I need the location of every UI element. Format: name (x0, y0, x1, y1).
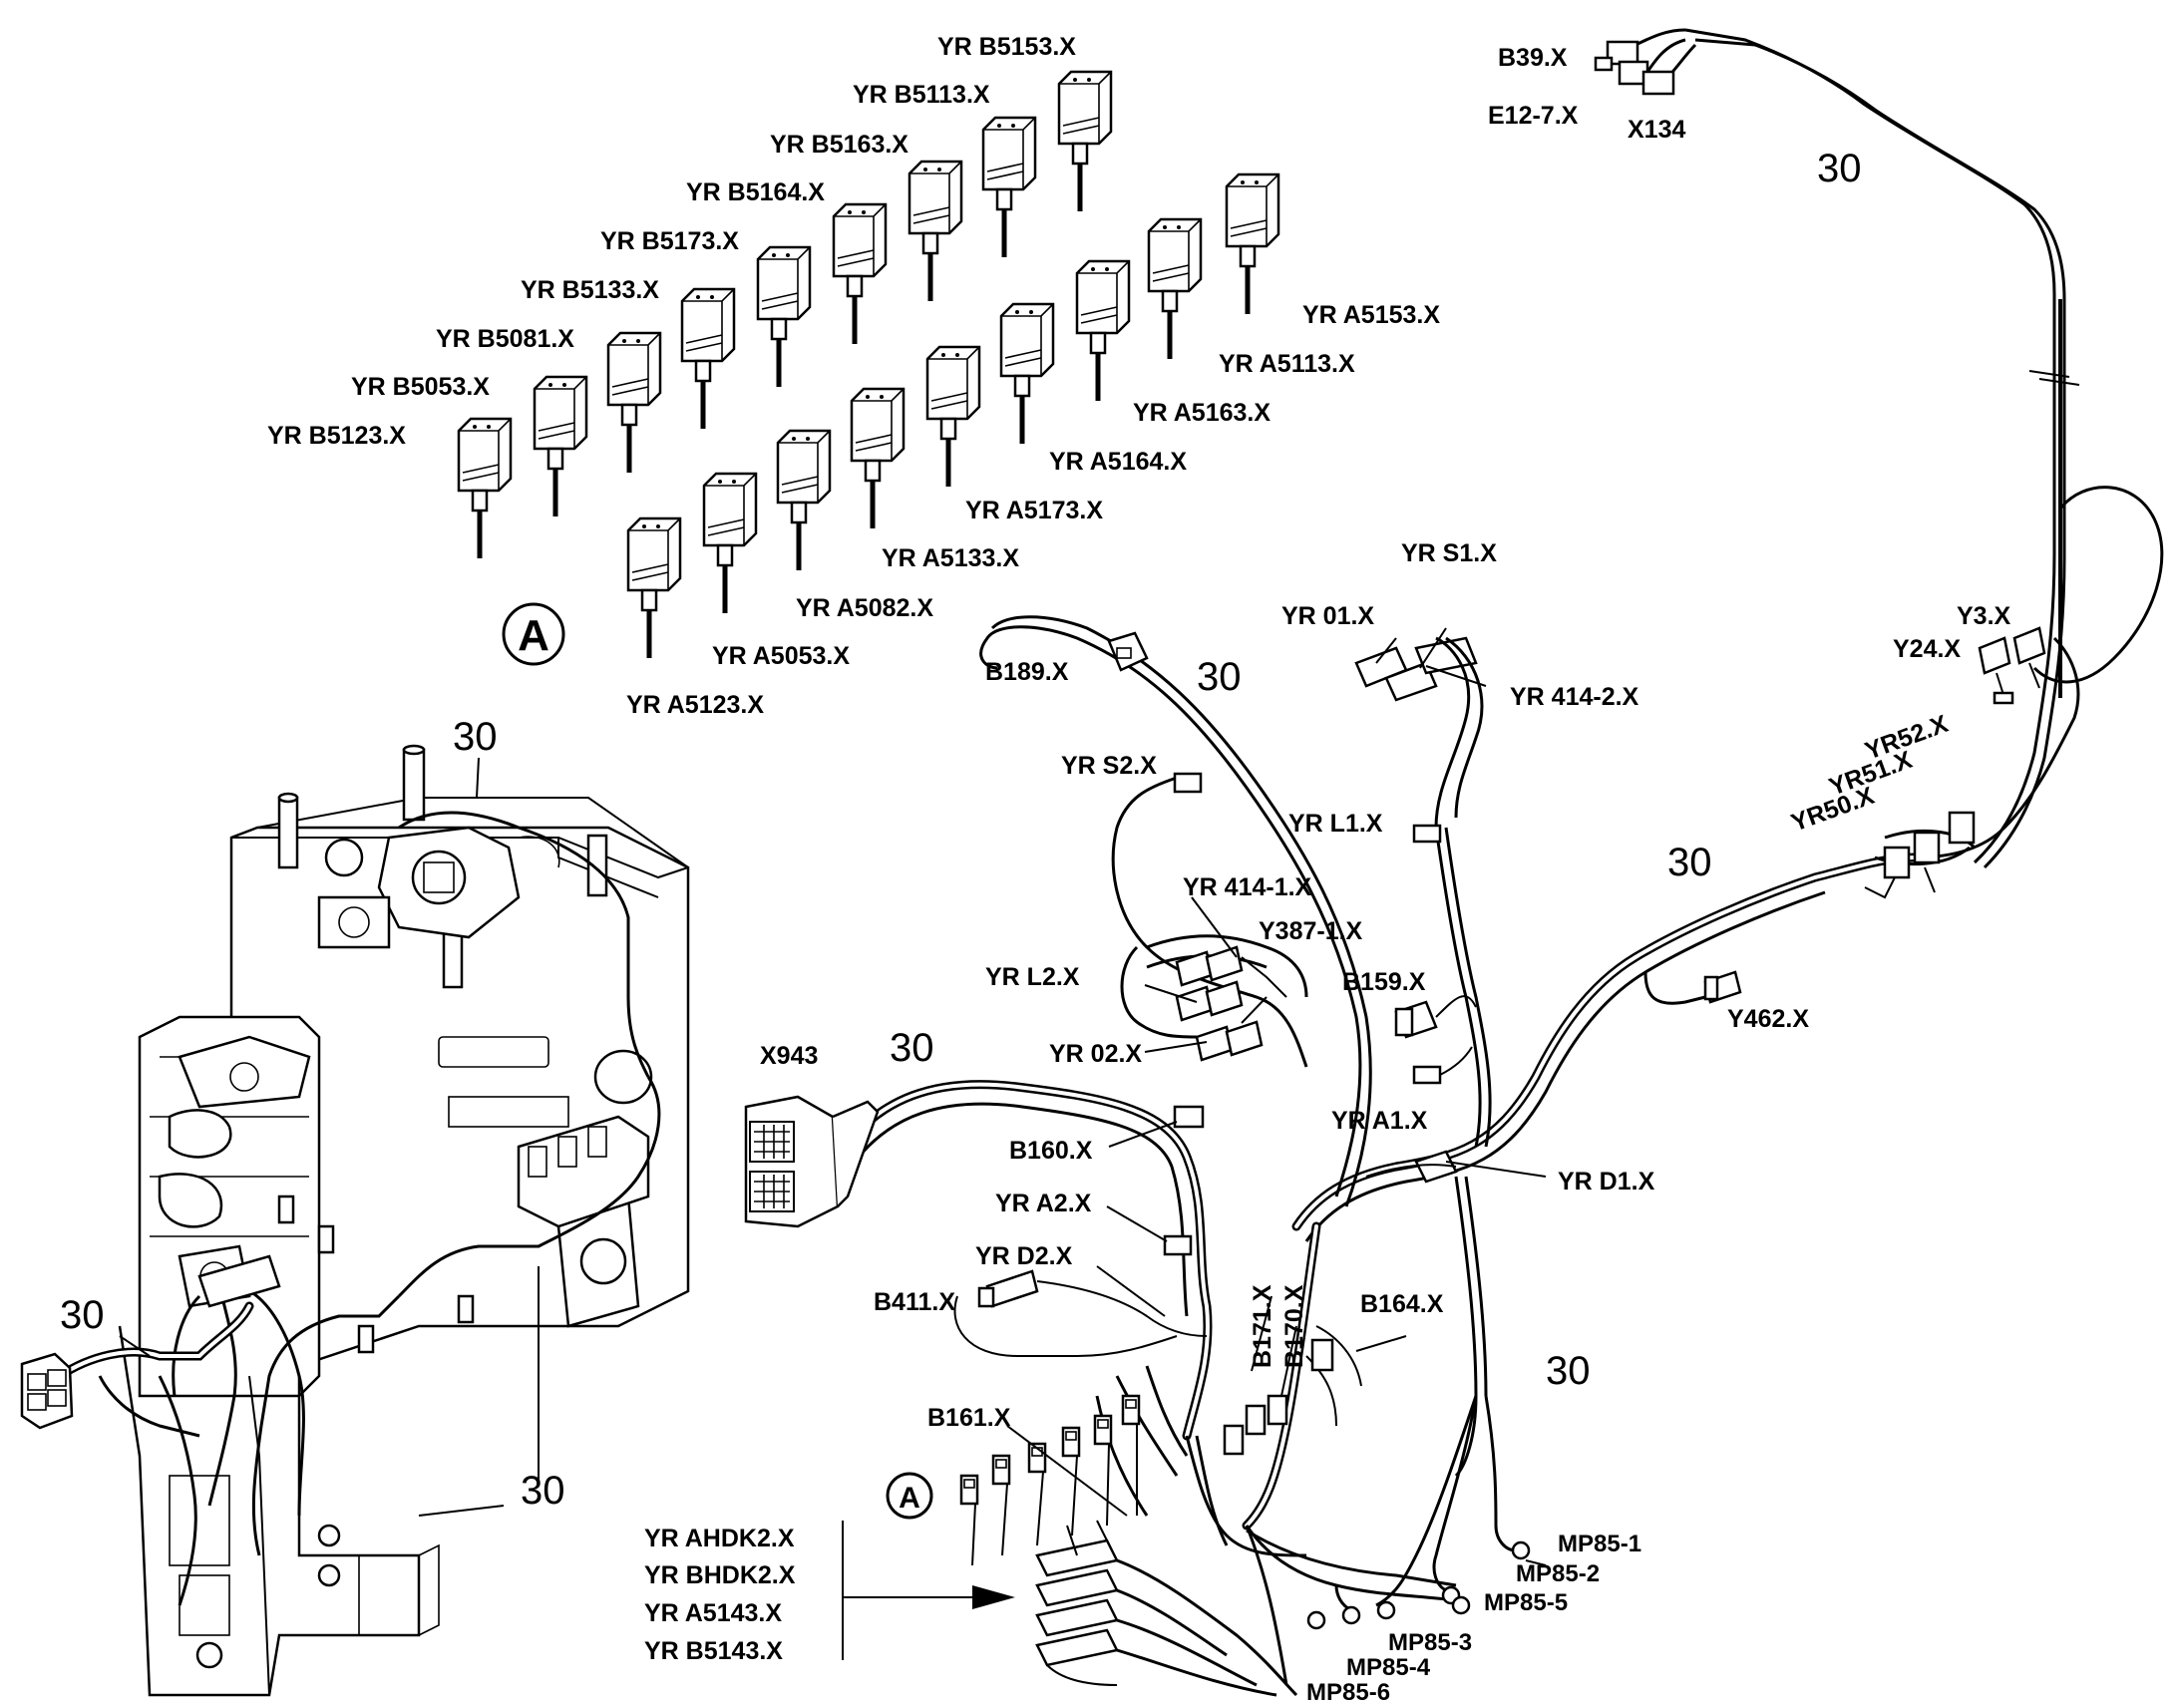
label-y3: Y3.X (1957, 602, 2011, 630)
label-yr-a5173: YR A5173.X (965, 497, 1103, 524)
item-number-30-x943: 30 (890, 1026, 934, 1070)
label-yr-414-2: YR 414-2.X (1510, 683, 1639, 711)
item-number-30-trunk: 30 (1667, 841, 1712, 884)
main-harness (119, 28, 2164, 1697)
solenoid-connector-array (459, 72, 1278, 658)
label-b39: B39.X (1498, 44, 1568, 72)
label-b160: B160.X (1009, 1137, 1093, 1165)
label-yr-01: YR 01.X (1281, 602, 1374, 630)
detail-a-marker-bottom: A (899, 1482, 920, 1515)
label-yr-a5082: YR A5082.X (796, 594, 933, 622)
label-yr-d1: YR D1.X (1558, 1168, 1655, 1196)
label-b161: B161.X (927, 1404, 1011, 1432)
label-yr-a5163: YR A5163.X (1133, 399, 1271, 427)
label-mp85-6: MP85-6 (1306, 1679, 1390, 1706)
label-y24: Y24.X (1893, 635, 1961, 663)
label-yr-a5123: YR A5123.X (626, 691, 764, 719)
label-yr-b5164: YR B5164.X (686, 178, 825, 206)
label-mp85-2: MP85-2 (1516, 1560, 1600, 1587)
label-b171: B171.X (1249, 1284, 1276, 1368)
label-y387-1: Y387-1.X (1259, 917, 1363, 945)
label-yr-a5153: YR A5153.X (1302, 301, 1440, 329)
label-mp85-4: MP85-4 (1346, 1654, 1431, 1681)
label-yr-a2: YR A2.X (995, 1190, 1092, 1217)
item-number-30-machine-bottom: 30 (521, 1469, 565, 1513)
item-number-30-top-right: 30 (1817, 147, 1862, 190)
label-b189: B189.X (985, 658, 1069, 686)
label-yr-b5173: YR B5173.X (600, 227, 739, 255)
label-yr-d2: YR D2.X (975, 1242, 1073, 1270)
label-x134: X134 (1628, 116, 1685, 144)
label-yr-a1: YR A1.X (1331, 1107, 1428, 1135)
label-b411: B411.X (874, 1288, 955, 1316)
label-yr-414-1: YR 414-1.X (1183, 873, 1312, 901)
label-yr-b5113: YR B5113.X (853, 81, 990, 109)
item-number-30-upper-loop: 30 (1197, 655, 1242, 699)
label-b170: B170.X (1280, 1284, 1308, 1368)
label-yr-l1: YR L1.X (1288, 810, 1383, 838)
label-yr-ahdk2: YR AHDK2.X (644, 1525, 795, 1552)
label-yr-b5133: YR B5133.X (521, 276, 659, 304)
label-yr-a5133: YR A5133.X (882, 544, 1019, 572)
label-e12-7: E12-7.X (1488, 102, 1579, 130)
label-x943: X943 (760, 1042, 818, 1070)
label-yr-b5081: YR B5081.X (436, 325, 574, 353)
label-yr-a5053: YR A5053.X (712, 642, 850, 670)
valve-block-machine (20, 744, 690, 1697)
label-yr-02: YR 02.X (1049, 1040, 1142, 1068)
label-b159: B159.X (1342, 968, 1426, 996)
label-yr-b5053: YR B5053.X (351, 373, 490, 401)
label-yr-b5123: YR B5123.X (267, 422, 406, 450)
label-yr-a5164: YR A5164.X (1049, 448, 1187, 476)
detail-a-marker-top: A (518, 611, 549, 660)
label-mp85-5: MP85-5 (1484, 1589, 1568, 1616)
item-number-30-machine-top: 30 (453, 715, 498, 759)
label-yr-a5143: YR A5143.X (644, 1599, 782, 1627)
item-number-30-lower: 30 (1546, 1349, 1591, 1393)
label-mp85-3: MP85-3 (1388, 1629, 1472, 1656)
label-b164: B164.X (1360, 1290, 1444, 1318)
label-mp85-1: MP85-1 (1558, 1531, 1641, 1557)
label-yr-bhdk2: YR BHDK2.X (644, 1561, 796, 1589)
label-yr-s1: YR S1.X (1401, 539, 1497, 567)
label-yr-a5113: YR A5113.X (1219, 350, 1355, 378)
label-yr-b5153: YR B5153.X (937, 33, 1076, 61)
label-yr-s2: YR S2.X (1061, 752, 1157, 780)
label-yr-b5163: YR B5163.X (770, 131, 908, 159)
label-yr-b5143: YR B5143.X (644, 1637, 783, 1665)
label-yr-l2: YR L2.X (985, 963, 1080, 991)
label-y462: Y462.X (1727, 1005, 1809, 1033)
item-number-30-machine-left: 30 (60, 1293, 105, 1337)
